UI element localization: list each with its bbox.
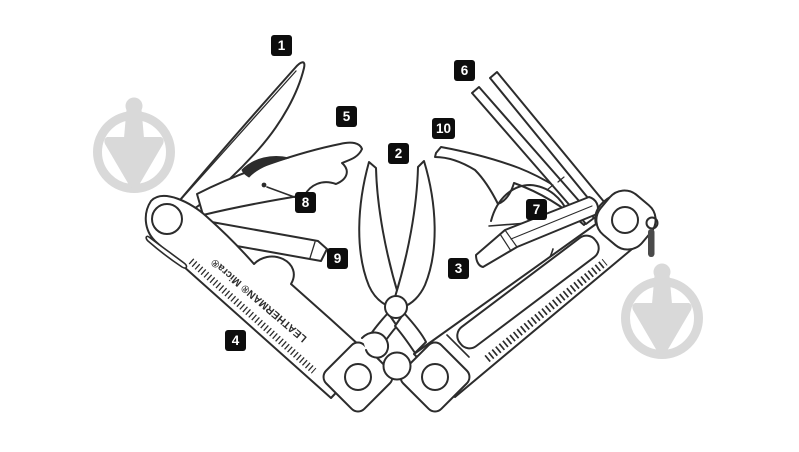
callout-box-7: 7 xyxy=(526,199,547,220)
left-tools xyxy=(169,61,363,262)
tweezers-arm-inner xyxy=(471,86,595,225)
small-flat-screwdriver-tip-line xyxy=(309,241,316,259)
callout-box-1: 1 xyxy=(271,35,292,56)
file-strip xyxy=(456,234,600,350)
lanyard-ring xyxy=(645,216,659,230)
knife-blade-spine-line xyxy=(175,70,297,206)
callout-box-10: 10 xyxy=(432,118,456,139)
watermark-handle-stem xyxy=(124,104,144,138)
handle-clip xyxy=(145,235,188,269)
bottle-opener-arch xyxy=(490,184,569,222)
right-pivot xyxy=(611,206,639,234)
watermark-blade xyxy=(104,137,164,189)
watermark-trowel-icon-right xyxy=(621,263,703,359)
scissors-spring-curl xyxy=(361,331,390,359)
nail-nick-slot xyxy=(241,156,290,178)
left-handle: LEATHERMAN® Micra® xyxy=(144,195,394,413)
scissors-blade-right xyxy=(394,160,436,308)
watermark-blade xyxy=(632,303,692,355)
callout-box-9: 9 xyxy=(327,248,348,269)
scissors-blade-left xyxy=(358,161,400,308)
callout-box-3: 3 xyxy=(448,258,469,279)
handle-facet-line xyxy=(446,334,470,358)
nail-cleaner-point xyxy=(261,182,267,188)
callout-box-2: 2 xyxy=(388,143,409,164)
scissors-pivot xyxy=(384,295,408,319)
callout-box-8: 8 xyxy=(295,192,316,213)
screwdriver-facet-line xyxy=(510,205,593,240)
left-pivot xyxy=(151,203,183,235)
scissors-spring-knob xyxy=(382,351,412,381)
callout-box-4: 4 xyxy=(225,330,246,351)
watermark-trowel-icon-left xyxy=(93,97,175,193)
scissors-arm-right xyxy=(394,312,427,354)
right-pad-hole xyxy=(421,363,449,391)
watermark-handle-stem xyxy=(652,270,672,304)
callout-box-6: 6 xyxy=(454,60,475,81)
awl-tool xyxy=(434,146,595,226)
nail-file-tool xyxy=(196,141,363,216)
right-handle xyxy=(399,189,659,413)
callout-8-leader-line xyxy=(266,186,298,199)
lanyard-pin xyxy=(648,229,655,257)
left-pad-hole xyxy=(344,363,372,391)
right-tools xyxy=(434,71,606,297)
scissors xyxy=(358,160,436,381)
callout-box-5: 5 xyxy=(336,106,357,127)
